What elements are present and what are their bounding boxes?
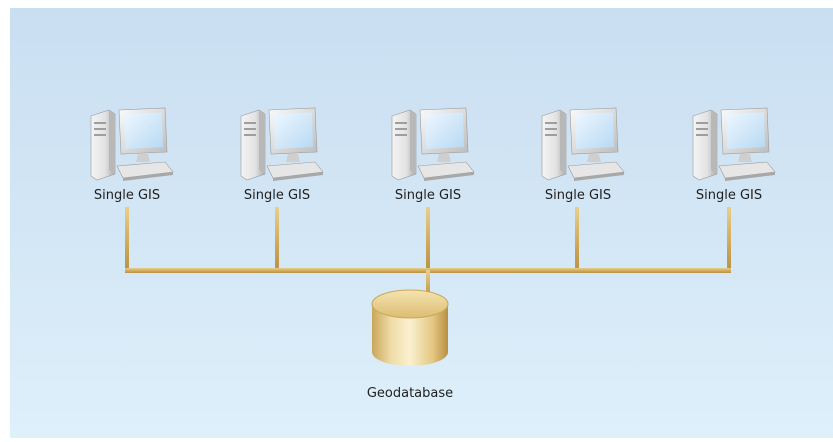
computer-icon <box>692 107 776 182</box>
database-link <box>426 270 430 300</box>
computer-icon <box>240 107 324 182</box>
drop-line-4 <box>575 207 579 271</box>
database-label: Geodatabase <box>366 386 454 401</box>
node-label: Single GIS <box>243 188 311 203</box>
drop-lines <box>125 207 731 271</box>
drop-line-3 <box>426 207 430 271</box>
drop-line-5 <box>727 207 731 271</box>
node-label: Single GIS <box>695 188 763 203</box>
computer-icon <box>90 107 174 182</box>
node-label: Single GIS <box>544 188 612 203</box>
drop-line-2 <box>275 207 279 271</box>
node-label: Single GIS <box>394 188 462 203</box>
node-label: Single GIS <box>93 188 161 203</box>
drop-line-1 <box>125 207 129 271</box>
computer-icon <box>541 107 625 182</box>
diagram-background <box>10 8 833 438</box>
computer-icon <box>391 107 475 182</box>
database-cylinder-icon <box>371 289 449 366</box>
